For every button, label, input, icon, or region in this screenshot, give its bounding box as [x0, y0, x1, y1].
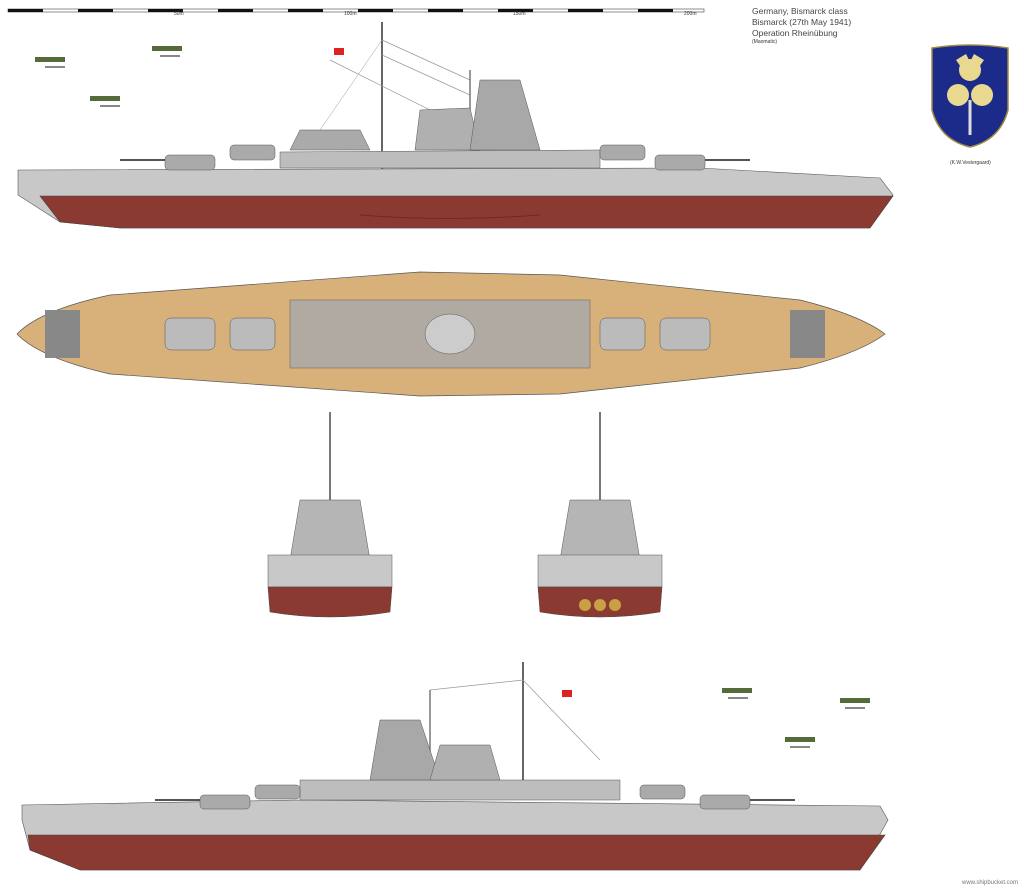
title-block: Germany, Bismarck class Bismarck (27th M… — [752, 6, 851, 45]
scale-label-200m: 200m — [684, 11, 697, 17]
coat-of-arms — [931, 44, 1009, 148]
side-view-port — [21, 662, 889, 871]
title-line-ship: Bismarck (27th May 1941) — [752, 17, 852, 27]
crest-credit: (K.W.Vestergaard) — [950, 160, 991, 166]
stern-view — [537, 412, 663, 618]
scale-label-50m: 50m — [174, 11, 184, 17]
aircraft-arado-right — [722, 688, 870, 748]
scale-label-100m: 100m — [344, 11, 357, 17]
side-view-starboard — [17, 22, 894, 229]
plan-view — [16, 271, 886, 397]
title-line-class: Germany, Bismarck class — [752, 6, 848, 16]
scale-label-150m: 150m — [513, 11, 526, 17]
aircraft-arado — [35, 46, 182, 107]
title-line-operation: Operation Rheinübung — [752, 28, 838, 38]
watermark: www.shipbucket.com — [962, 880, 1019, 886]
bow-view — [267, 412, 393, 618]
scale-bar — [7, 8, 705, 13]
author-credit: (Maomatic) — [752, 39, 778, 45]
